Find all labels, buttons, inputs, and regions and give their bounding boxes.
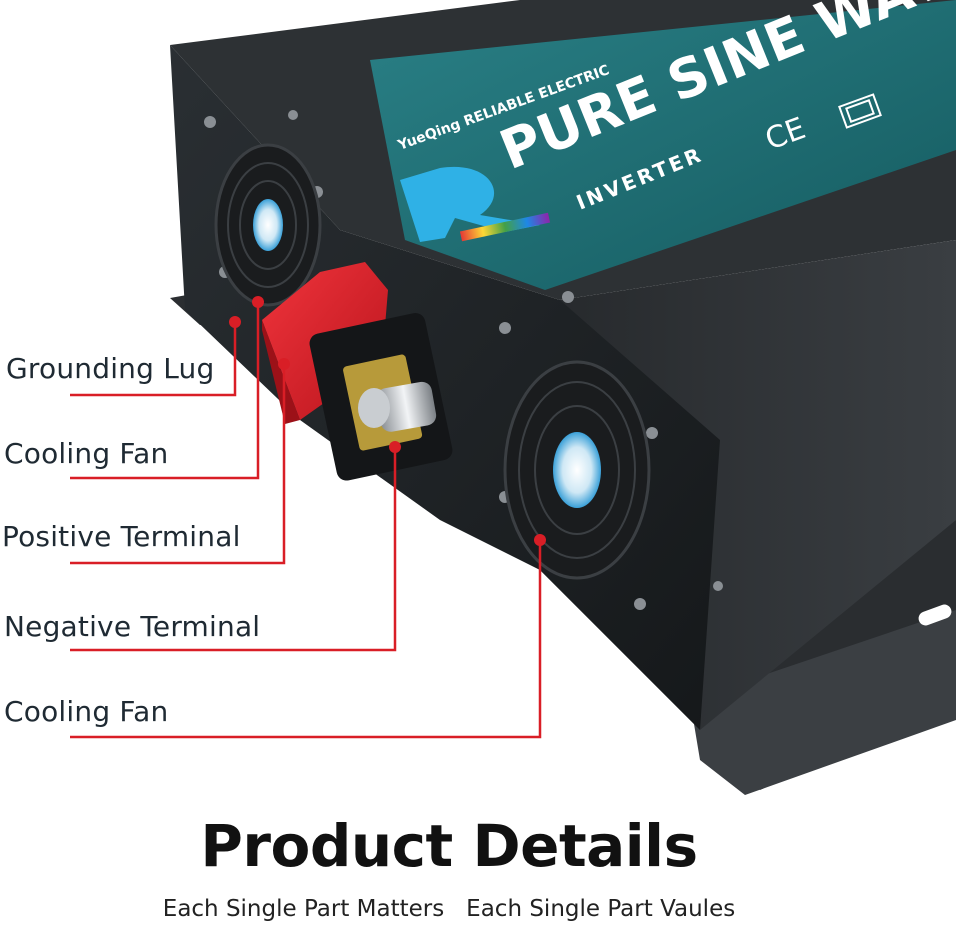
negative-terminal [309, 313, 453, 481]
callout-line-positive-terminal [70, 364, 286, 565]
double-insulation-icon-inner [845, 99, 875, 123]
screw [634, 598, 646, 610]
callout-line-negative-terminal [70, 447, 397, 652]
screw [204, 116, 216, 128]
callout-line-cooling-fan-upper [70, 302, 260, 480]
callout-line-grounding-lug [70, 322, 237, 397]
screw [288, 110, 298, 120]
callout-label-positive-terminal: Positive Terminal [2, 520, 241, 553]
cooling-fan-upper [214, 143, 322, 307]
mounting-flange [690, 610, 956, 795]
callout-lines [70, 302, 542, 739]
bracket-slot [918, 604, 952, 626]
callout-label-negative-terminal: Negative Terminal [4, 610, 261, 643]
label-panel [370, 0, 956, 290]
screw [562, 291, 574, 303]
cooling-fan-lower [503, 360, 651, 580]
callout-dots [229, 296, 546, 546]
screw [713, 581, 723, 591]
page-title: Product Details [200, 812, 698, 880]
screw [646, 427, 658, 439]
callout-label-cooling-fan-upper: Cooling Fan [4, 437, 169, 470]
callout-label-grounding-lug: Grounding Lug [6, 352, 215, 385]
callout-line-cooling-fan-lower [70, 540, 542, 739]
double-insulation-icon [838, 93, 882, 129]
screw [499, 322, 511, 334]
callout-label-cooling-fan-lower: Cooling Fan [4, 695, 169, 728]
brand-logo: R [400, 166, 551, 242]
page-subtitle: Each Single Part Matters Each Single Par… [162, 896, 736, 922]
